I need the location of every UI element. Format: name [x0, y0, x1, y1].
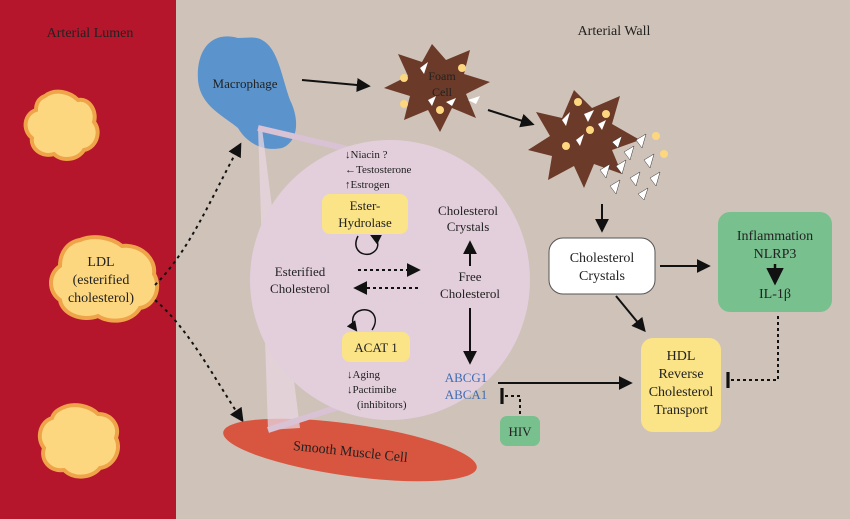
ester-hydrolase-cycle-arrow [355, 235, 382, 256]
regulator-inhibitors: (inhibitors) [357, 399, 407, 411]
dying-foam-cell [528, 90, 668, 201]
arterial-lumen-label: Arterial Lumen [47, 26, 134, 41]
abca1-label: ABCA1 [445, 387, 488, 402]
regulator-niacin: ↓Niacin ? [345, 149, 388, 161]
hdl-line3: Cholesterol [649, 385, 714, 400]
abcg1-label: ABCG1 [445, 370, 488, 385]
macrophage-cell[interactable]: Macrophage [197, 36, 297, 149]
zoom-wedge-outline-top [257, 125, 353, 153]
crystals-box-line1: Cholesterol [570, 251, 635, 266]
hdl-box[interactable]: HDL Reverse Cholesterol Transport [641, 338, 721, 432]
acat1-label: ACAT 1 [354, 340, 397, 355]
acat-cycle-arrow [346, 309, 376, 332]
ldl-particle-bottom [37, 403, 120, 479]
foam-crystal-2 [446, 98, 456, 106]
ldl-to-smooth-muscle-arrow [154, 299, 244, 423]
foam-crystal-1 [420, 62, 428, 74]
crystals-box-line2: Crystals [579, 269, 625, 284]
cholesterol-crystals-box[interactable]: Cholesterol Crystals [548, 237, 656, 295]
foam-cell-label-line1: Foam [428, 69, 456, 83]
regulator-testosterone: ←Testosterone [345, 164, 412, 176]
foam-cell-label-line2: Cell [432, 85, 453, 99]
hdl-line1: HDL [667, 349, 696, 364]
ester-hydrolase-box[interactable]: Ester- Hydrolase [322, 194, 408, 234]
inflammation-line3: IL-1β [759, 287, 791, 302]
hiv-inhibits-abca1 [500, 388, 521, 414]
esterified-line2: Cholesterol [270, 281, 330, 296]
foam-crystal-3 [468, 96, 480, 104]
inner-crystals-line2: Crystals [447, 219, 490, 234]
cell-interior [250, 140, 530, 420]
inflammation-line2: NLRP3 [754, 247, 797, 262]
ester-hydrolase-line1: Ester- [350, 198, 381, 213]
foam-crystal-4 [428, 96, 436, 106]
inflammation-inhibits-hdl [726, 316, 779, 388]
inner-crystals-line1: Cholesterol [438, 203, 498, 218]
esterified-line1: Esterified [275, 264, 326, 279]
ldl-label-line2: (esterified [73, 273, 130, 288]
arterial-wall-label: Arterial Wall [578, 24, 651, 39]
smooth-muscle-cell[interactable]: Smooth Muscle Cell [220, 406, 481, 493]
hdl-line4: Transport [654, 403, 708, 418]
ester-hydrolase-line2: Hydrolase [338, 215, 392, 230]
free-cholesterol-line2: Cholesterol [440, 286, 500, 301]
macrophage-label: Macrophage [213, 76, 278, 91]
hiv-label: HIV [508, 424, 532, 439]
foam-to-dying-cell-arrow [487, 109, 535, 128]
ldl-label-line3: cholesterol) [68, 291, 134, 306]
hiv-box[interactable]: HIV [500, 416, 540, 446]
regulator-pactimibe: ↓Pactimibe [347, 384, 397, 396]
ldl-particle-center[interactable]: LDL (esterified cholesterol) [49, 235, 160, 323]
foam-droplet-2 [400, 100, 408, 108]
regulator-estrogen: ↑Estrogen [345, 179, 390, 191]
free-cholesterol-line1: Free [458, 269, 481, 284]
ldl-label-line1: LDL [87, 255, 114, 270]
regulator-aging: ↓Aging [347, 369, 381, 381]
foam-droplet-4 [436, 106, 444, 114]
foam-droplet-3 [458, 64, 466, 72]
inflammation-box[interactable]: Inflammation NLRP3 IL-1β [718, 212, 832, 312]
ldl-particle-top [23, 89, 100, 161]
foam-cell[interactable]: Foam Cell [384, 44, 490, 132]
foam-droplet-1 [400, 74, 408, 82]
inflammation-line1: Inflammation [737, 229, 813, 244]
acat1-box[interactable]: ACAT 1 [342, 332, 410, 362]
macrophage-to-foam-arrow [301, 78, 371, 92]
crystals-to-hdl-arrow [615, 295, 646, 333]
hdl-line2: Reverse [658, 367, 703, 382]
